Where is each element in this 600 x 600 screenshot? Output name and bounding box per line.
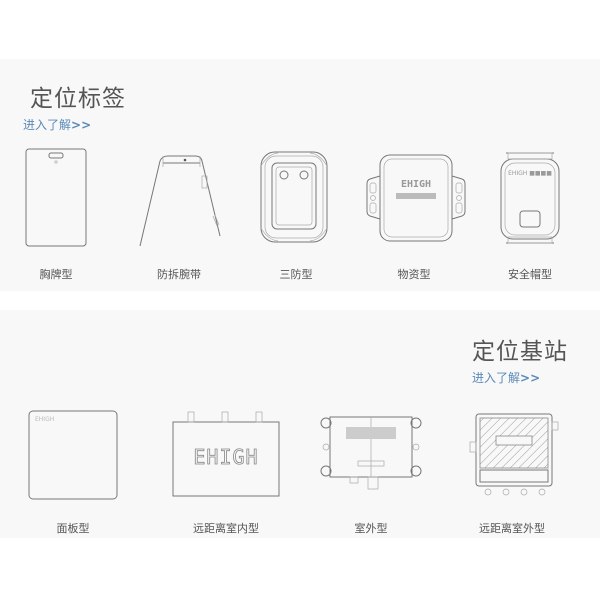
- tag-label: 物资型: [397, 268, 431, 281]
- learn-more-link[interactable]: 进入了解>>: [23, 116, 91, 133]
- section-title: 定位基站: [472, 339, 568, 365]
- station-label: 远距离室外型: [479, 522, 545, 535]
- tag-label: 防拆腕带: [157, 268, 201, 281]
- station-label: 面板型: [56, 522, 90, 535]
- tag-item-helmet[interactable]: EHIGH ■■■■: [498, 149, 562, 247]
- station-item-long-range-outdoor[interactable]: [468, 408, 560, 500]
- learn-more-text: 进入了解: [23, 118, 72, 132]
- learn-more-link[interactable]: 进入了解>>: [472, 369, 540, 386]
- svg-text:EHIGH: EHIGH: [35, 416, 54, 423]
- tag-item-wristband[interactable]: [135, 151, 225, 251]
- station-label: 室外型: [354, 522, 388, 535]
- svg-text:EHIGH ■■■■: EHIGH ■■■■: [508, 170, 552, 177]
- asset-tag-icon: EHIGH: [366, 154, 466, 242]
- outdoor-station-icon: [320, 416, 422, 490]
- tag-label: 胸牌型: [39, 268, 73, 281]
- arrows: >>: [520, 371, 541, 385]
- arrows: >>: [71, 118, 92, 132]
- tag-label: 安全帽型: [508, 268, 552, 281]
- tag-item-badge[interactable]: [24, 147, 88, 251]
- long-range-outdoor-station-icon: [469, 413, 559, 496]
- station-label: 远距离室内型: [193, 522, 259, 535]
- wristband-icon: [139, 155, 221, 247]
- stations-section: 定位基站 进入了解>> EHIGH 面板型 EHIGH 远距离室内型: [0, 310, 600, 538]
- tag-item-asset[interactable]: EHIGH: [364, 151, 468, 243]
- learn-more-text: 进入了解: [472, 371, 521, 385]
- rugged-tag-icon: [260, 151, 328, 243]
- helmet-tag-icon: EHIGH ■■■■: [500, 152, 560, 244]
- tag-label: 三防型: [279, 268, 313, 281]
- station-item-long-range-indoor[interactable]: EHIGH: [170, 408, 282, 500]
- panel-station-icon: EHIGH: [28, 410, 118, 500]
- station-item-outdoor[interactable]: [318, 413, 424, 491]
- tag-item-rugged[interactable]: [258, 149, 330, 245]
- long-range-indoor-station-icon: EHIGH: [172, 411, 280, 497]
- badge-card-icon: [25, 148, 87, 247]
- svg-text:EHIGH: EHIGH: [401, 179, 431, 190]
- svg-text:EHIGH: EHIGH: [193, 445, 258, 469]
- tags-section: 定位标签 进入了解>> 胸牌型 防拆腕带: [0, 59, 600, 291]
- station-item-panel[interactable]: EHIGH: [27, 409, 119, 501]
- section-title: 定位标签: [30, 86, 126, 112]
